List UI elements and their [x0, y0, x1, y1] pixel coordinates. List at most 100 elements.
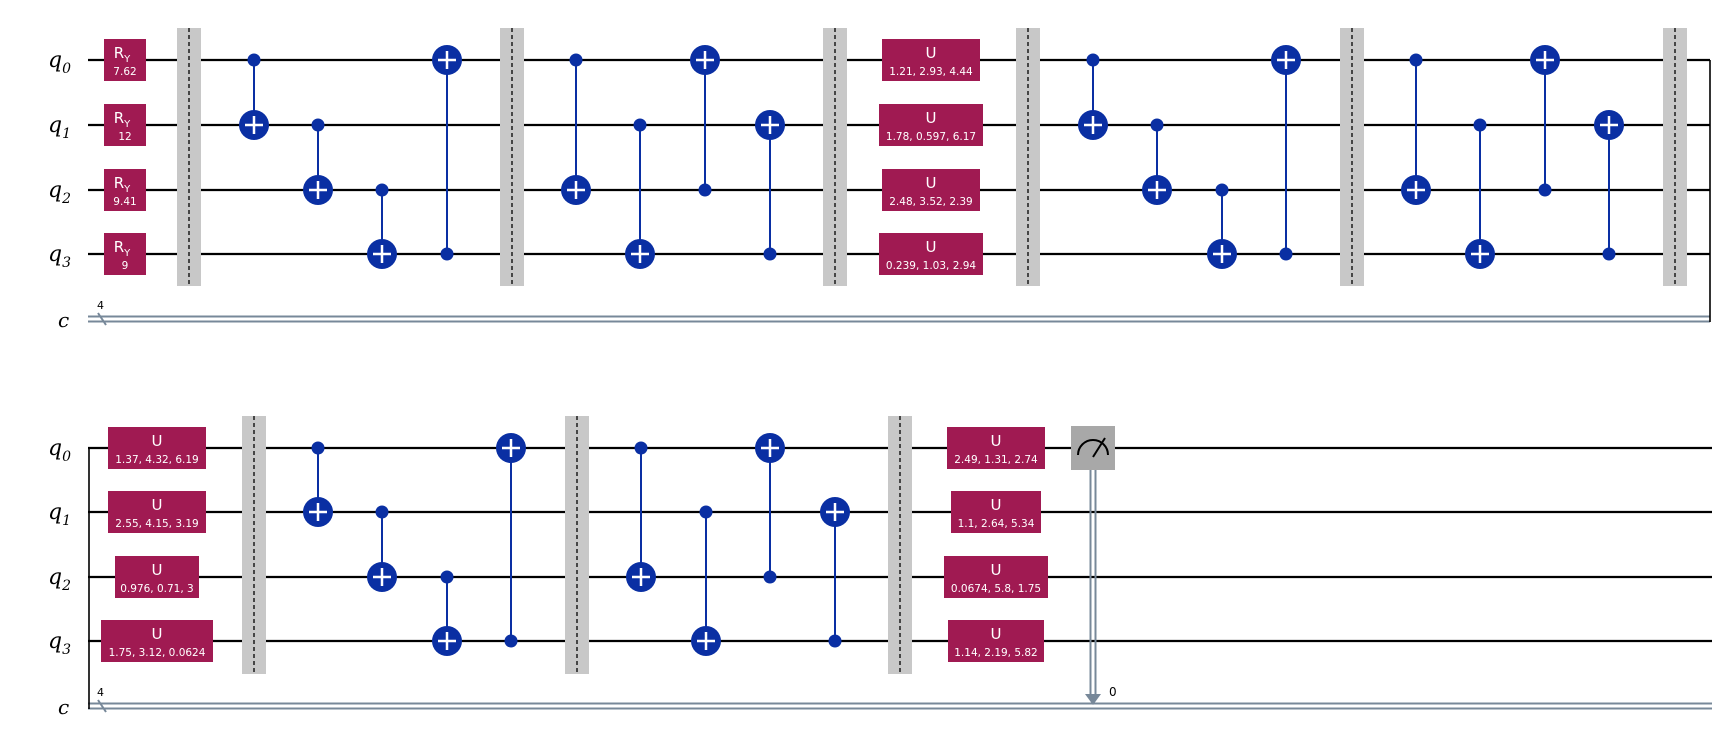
control-dot	[634, 441, 648, 455]
control-dot	[1409, 53, 1423, 67]
measure-bit-label: 0	[1109, 685, 1117, 699]
cnot-gate	[432, 570, 462, 656]
gate-box	[879, 233, 983, 275]
gate-u-r2a-q0: U 1.37, 4.32, 6.19	[108, 427, 206, 469]
gate-name: U	[991, 625, 1002, 643]
gate-u-r2a-q3: U 1.75, 3.12, 0.0624	[101, 620, 213, 662]
cnot-gate	[820, 497, 850, 648]
cnot-gate	[303, 441, 333, 527]
gate-name: U	[926, 44, 937, 62]
measure-box	[1071, 426, 1115, 470]
cnot-gate	[1530, 45, 1560, 197]
cnot-gate	[367, 505, 397, 592]
gate-ry-q0: RY7.62	[104, 39, 146, 81]
gate-param: 0.239, 1.03, 2.94	[886, 260, 976, 272]
control-dot	[375, 183, 389, 197]
cnot-gate	[1142, 118, 1172, 205]
gate-name: RY	[114, 238, 131, 259]
qubit-label: q0	[48, 48, 71, 77]
measure-meter-arc	[1077, 439, 1109, 456]
gate-param: 2.48, 3.52, 2.39	[889, 196, 973, 208]
control-dot	[247, 53, 261, 67]
gate-name: U	[991, 496, 1002, 514]
gate-name: U	[152, 625, 163, 643]
control-dot	[1215, 183, 1229, 197]
gate-param: 1.78, 0.597, 6.17	[886, 131, 976, 143]
gate-name: U	[926, 238, 937, 256]
cnot-gate	[239, 53, 269, 140]
gate-box	[104, 104, 146, 146]
gate-u-r1-q3: U 0.239, 1.03, 2.94	[879, 233, 983, 275]
gate-box	[882, 39, 980, 81]
cnot-gate	[1207, 183, 1237, 269]
gate-name: U	[152, 432, 163, 450]
control-dot	[1602, 247, 1616, 261]
control-dot	[504, 634, 518, 648]
gate-param: 1.37, 4.32, 6.19	[115, 454, 199, 466]
control-dot	[1473, 118, 1487, 132]
qubit-label: q0	[48, 436, 71, 465]
gate-param: 0.0674, 5.8, 1.75	[951, 583, 1041, 595]
control-dot	[375, 505, 389, 519]
control-dot	[698, 183, 712, 197]
cnot-gate	[1078, 53, 1108, 140]
control-dot	[440, 247, 454, 261]
gate-box	[944, 556, 1048, 598]
classical-slash	[97, 312, 107, 326]
cnot-gate	[691, 505, 721, 656]
gate-param: 7.62	[113, 66, 136, 78]
gate-box	[948, 620, 1044, 662]
gate-box	[104, 169, 146, 211]
gate-box	[115, 556, 199, 598]
gate-u-r2a-q1: U2.55, 4.15, 3.19	[108, 491, 206, 533]
gate-box	[882, 169, 980, 211]
gate-name: RY	[114, 174, 131, 195]
gate-u-r1-q0: U 1.21, 2.93, 4.44	[882, 39, 980, 81]
cnot-gate	[1465, 118, 1495, 269]
control-dot	[828, 634, 842, 648]
cnot-gate	[432, 45, 462, 261]
cnot-gate	[626, 441, 656, 592]
classical-size: 4	[97, 686, 104, 699]
gate-u-r2b-q3: U 1.14, 2.19, 5.82	[948, 620, 1044, 662]
cnot-gate	[755, 433, 785, 584]
gate-box	[108, 427, 206, 469]
qubit-label: q2	[48, 565, 71, 594]
gate-name: U	[926, 109, 937, 127]
cnot-gate	[1401, 53, 1431, 205]
gate-u-r2b-q0: U 2.49, 1.31, 2.74	[947, 427, 1045, 469]
control-dot	[1150, 118, 1164, 132]
gate-name: U	[991, 432, 1002, 450]
gate-name: RY	[114, 109, 131, 130]
classical-size: 4	[97, 299, 104, 312]
cnot-gate	[1594, 110, 1624, 261]
gate-u-r1-q2: U2.48, 3.52, 2.39	[882, 169, 980, 211]
gate-name: RY	[114, 44, 131, 65]
gate-box	[104, 39, 146, 81]
qubit-label: q1	[48, 500, 71, 529]
control-dot	[699, 505, 713, 519]
measure-arrow	[1085, 694, 1101, 705]
gate-u-r2a-q2: U0.976, 0.71, 3	[115, 556, 199, 598]
control-dot	[440, 570, 454, 584]
gate-param: 1.75, 3.12, 0.0624	[109, 647, 206, 659]
cnot-gate	[690, 45, 720, 197]
gate-param: 1.14, 2.19, 5.82	[954, 647, 1038, 659]
control-dot	[633, 118, 647, 132]
cnot-gate	[496, 433, 526, 648]
control-dot	[311, 118, 325, 132]
gate-param: 2.49, 1.31, 2.74	[954, 454, 1038, 466]
gate-param: 0.976, 0.71, 3	[120, 583, 193, 595]
control-dot	[569, 53, 583, 67]
gate-box	[108, 491, 206, 533]
gate-param: 1.21, 2.93, 4.44	[889, 66, 973, 78]
classical-label: c	[58, 695, 69, 719]
cnot-gate	[303, 118, 333, 205]
control-dot	[1086, 53, 1100, 67]
measure-gate: 0	[1071, 426, 1117, 705]
control-dot	[1279, 247, 1293, 261]
gate-param: 12	[118, 131, 131, 143]
